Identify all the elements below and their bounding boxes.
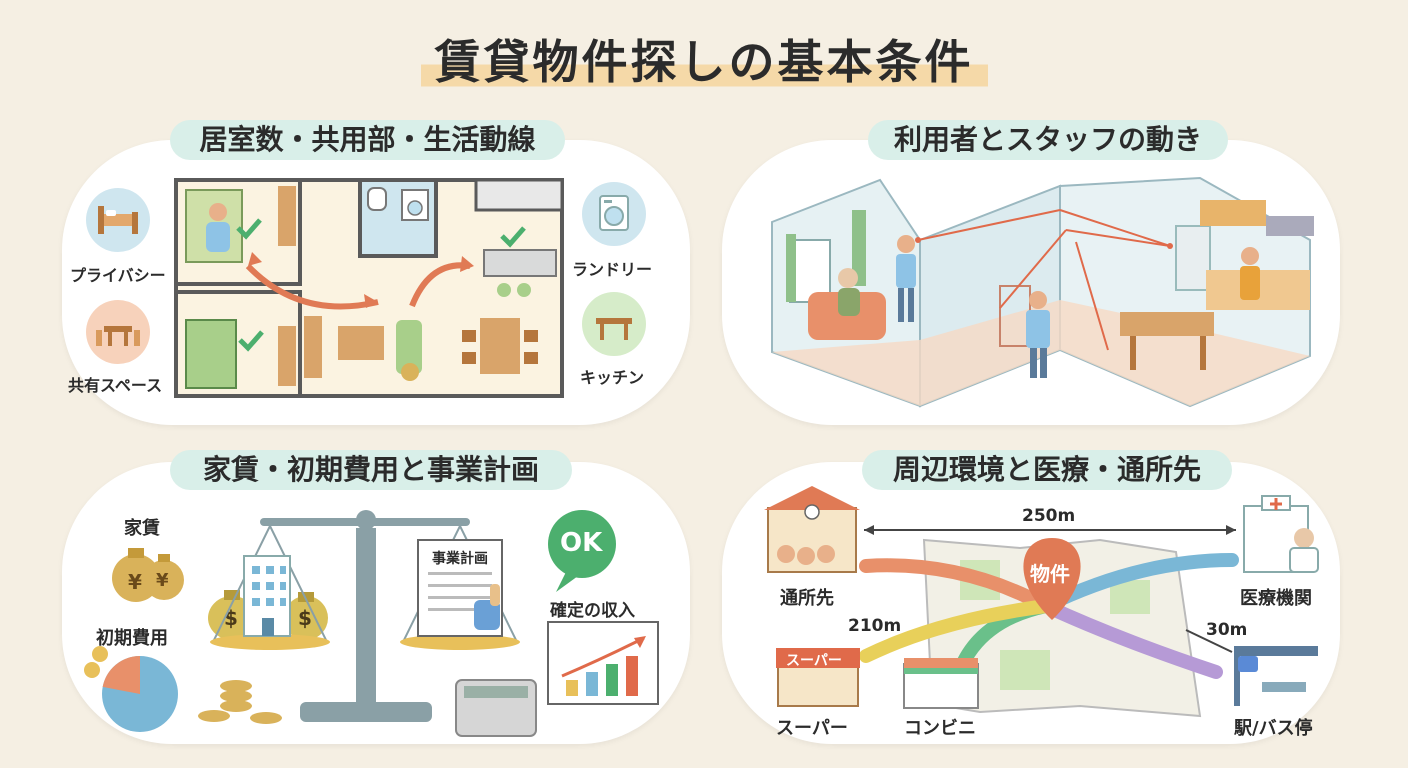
label-supermarket: スーパー	[776, 718, 848, 739]
label-shared-space: 共有スペース	[68, 376, 163, 395]
property-pin-label: 物件	[1030, 562, 1070, 586]
label-kitchen: キッチン	[580, 368, 645, 387]
label-station: 駅/バス停	[1234, 718, 1313, 739]
distance-supermarket: 210m	[848, 616, 902, 636]
dining-table-icon	[96, 326, 140, 346]
label-rent: 家賃	[124, 518, 160, 539]
label-medical: 医療機関	[1240, 588, 1312, 609]
kitchen-table-icon-circle	[582, 292, 646, 356]
bed-icon	[98, 206, 138, 234]
label-convenience-store: コンビニ	[904, 718, 976, 739]
section-title-floor: 居室数・共用部・生活動線	[170, 120, 565, 160]
distance-medical: 250m	[1022, 506, 1076, 526]
table-icon-circle	[86, 300, 150, 364]
ok-bubble-text: OK	[560, 528, 603, 558]
kitchen-table-icon	[596, 318, 632, 340]
dollar-sign-2: $	[298, 606, 312, 630]
section-title-finance: 家賃・初期費用と事業計画	[170, 450, 572, 490]
business-plan-label: 事業計画	[432, 551, 488, 567]
supermarket-sign: スーパー	[786, 653, 842, 669]
washer-icon-circle	[582, 182, 646, 246]
pie-slice-minor	[102, 656, 140, 694]
distance-station: 30m	[1206, 620, 1248, 640]
bed-icon-circle	[86, 188, 150, 252]
yen-sign-2: ¥	[156, 570, 169, 591]
section-title-movement: 利用者とスタッフの動き	[868, 120, 1228, 160]
label-initial-cost: 初期費用	[96, 628, 168, 649]
label-laundry: ランドリー	[572, 260, 653, 279]
section-title-environment: 周辺環境と医療・通所先	[862, 450, 1232, 490]
washing-machine-icon	[599, 195, 629, 231]
label-privacy: プライバシー	[70, 266, 166, 285]
yen-sign-1: ¥	[128, 570, 142, 594]
label-daycare: 通所先	[780, 588, 834, 609]
label-confirmed-income: 確定の収入	[550, 601, 635, 621]
main-title: 賃貸物件探しの基本条件	[0, 26, 1408, 92]
